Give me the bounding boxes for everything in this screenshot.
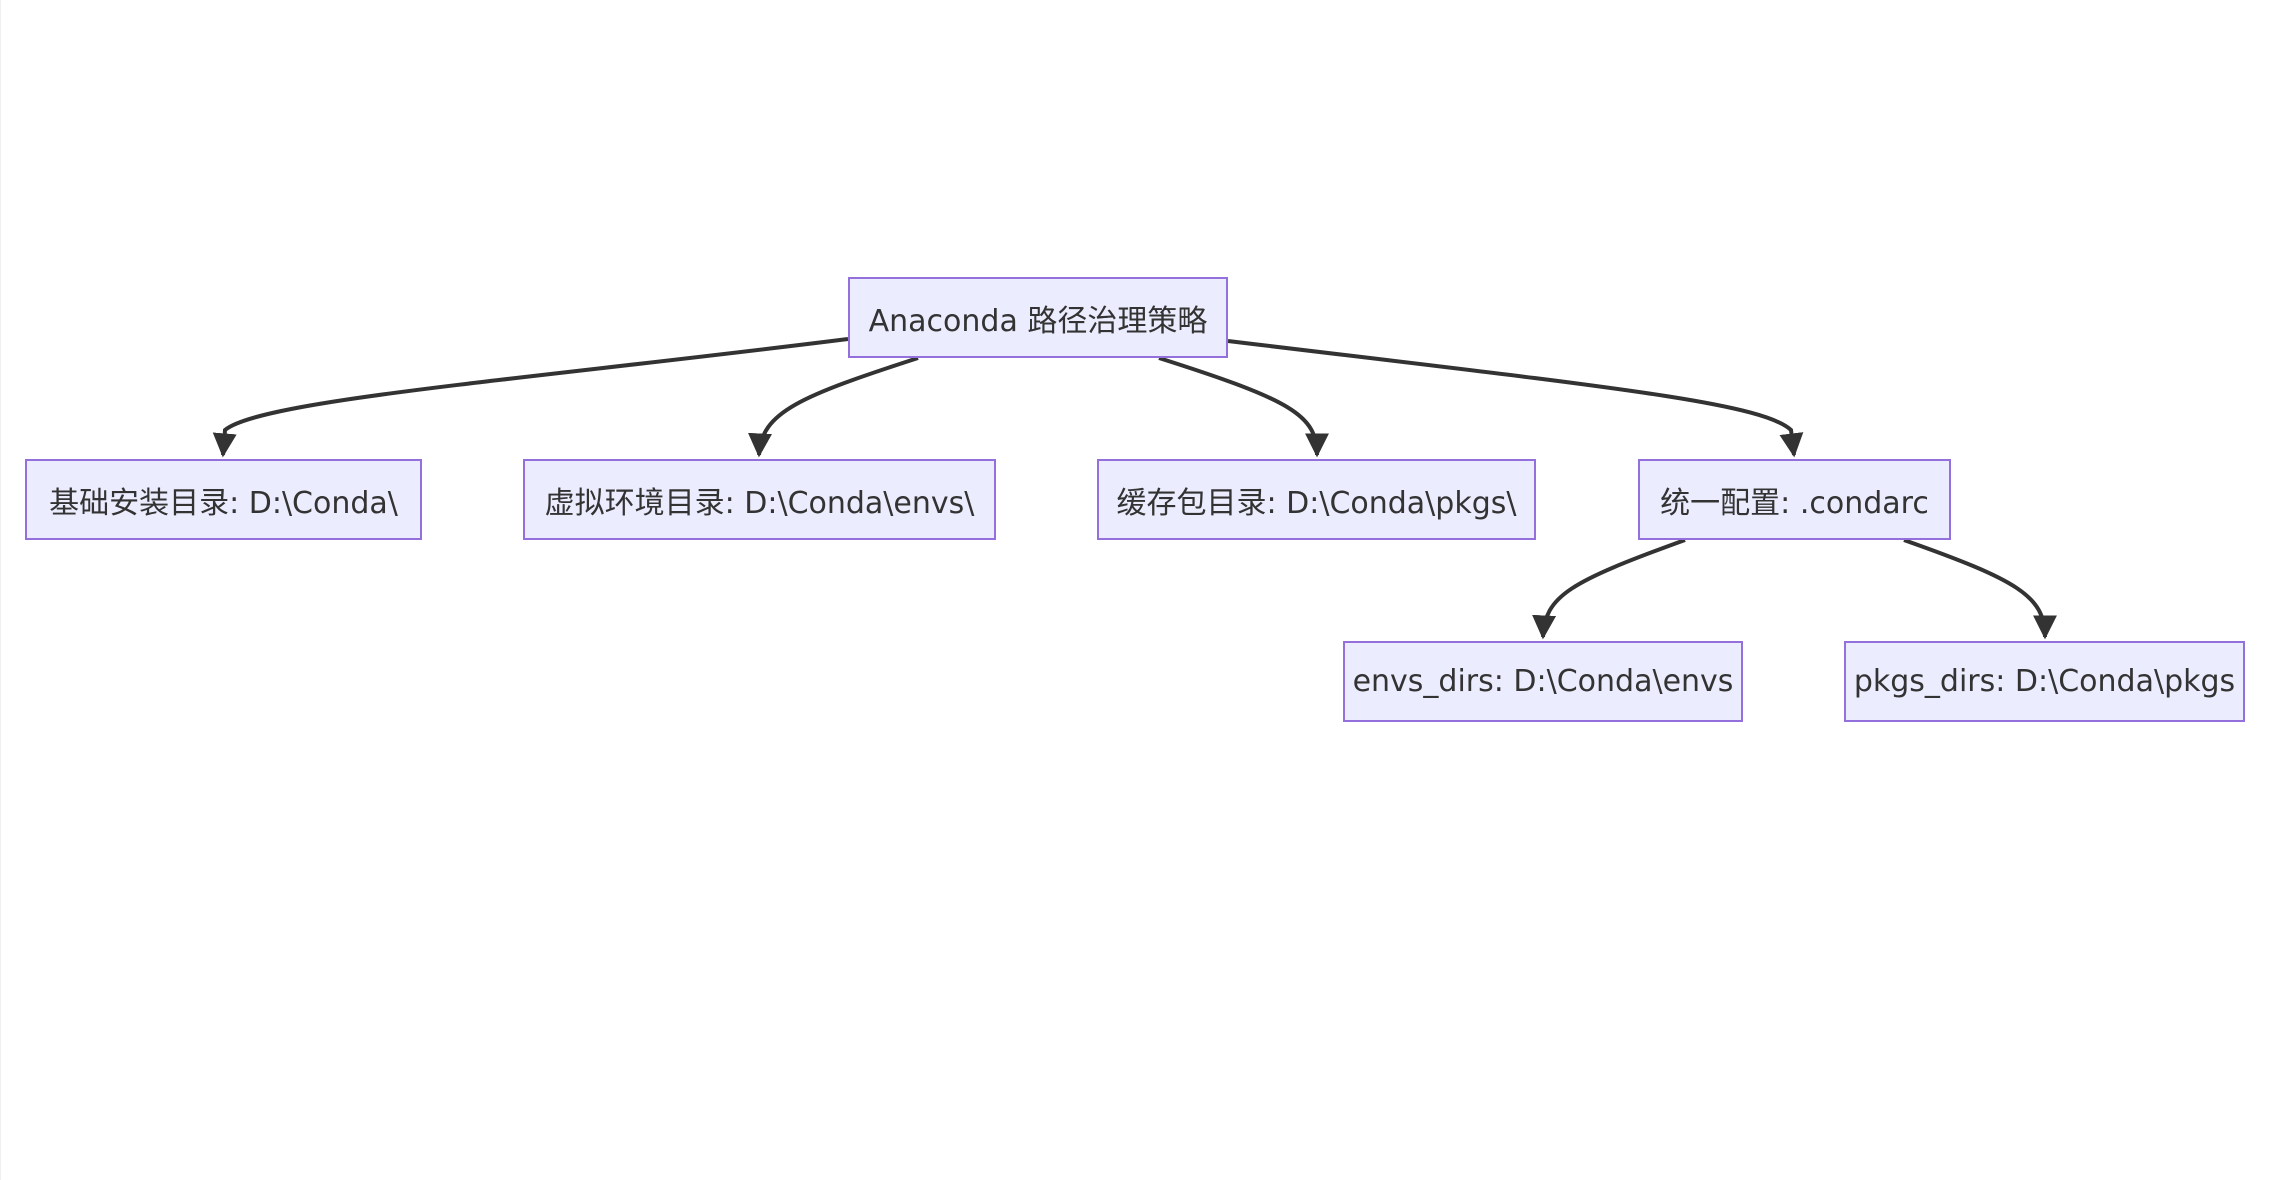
node-package-cache-dir: 缓存包目录: D:\Conda\pkgs\ (1097, 459, 1536, 540)
edge-root-to-pkgs (1158, 356, 1329, 458)
node-unified-config: 统一配置: .condarc (1638, 459, 1951, 540)
node-envs-label: 虚拟环境目录: D:\Conda\envs\ (544, 485, 975, 521)
edge-config-to-pkgs-dirs (1903, 538, 2057, 640)
node-pkgs-label: 缓存包目录: D:\Conda\pkgs\ (1116, 485, 1517, 521)
edge-root-to-config (1227, 339, 1804, 458)
node-base-label: 基础安装目录: D:\Conda\ (49, 485, 398, 521)
node-pkgs-dirs-setting: pkgs_dirs: D:\Conda\pkgs (1844, 641, 2245, 722)
node-envs-dirs-label: envs_dirs: D:\Conda\envs (1352, 664, 1734, 699)
node-config-label: 统一配置: .condarc (1660, 485, 1929, 521)
node-root-strategy: Anaconda 路径治理策略 (848, 277, 1228, 358)
node-pkgs-dirs-label: pkgs_dirs: D:\Conda\pkgs (1853, 664, 2236, 699)
node-virtual-env-dir: 虚拟环境目录: D:\Conda\envs\ (523, 459, 996, 540)
node-root-label: Anaconda 路径治理策略 (868, 303, 1208, 339)
edge-config-to-envs-dirs (1532, 538, 1686, 640)
edge-root-to-base (212, 337, 849, 458)
edge-root-to-envs (748, 356, 919, 458)
node-base-install-dir: 基础安装目录: D:\Conda\ (25, 459, 422, 540)
node-envs-dirs-setting: envs_dirs: D:\Conda\envs (1343, 641, 1743, 722)
